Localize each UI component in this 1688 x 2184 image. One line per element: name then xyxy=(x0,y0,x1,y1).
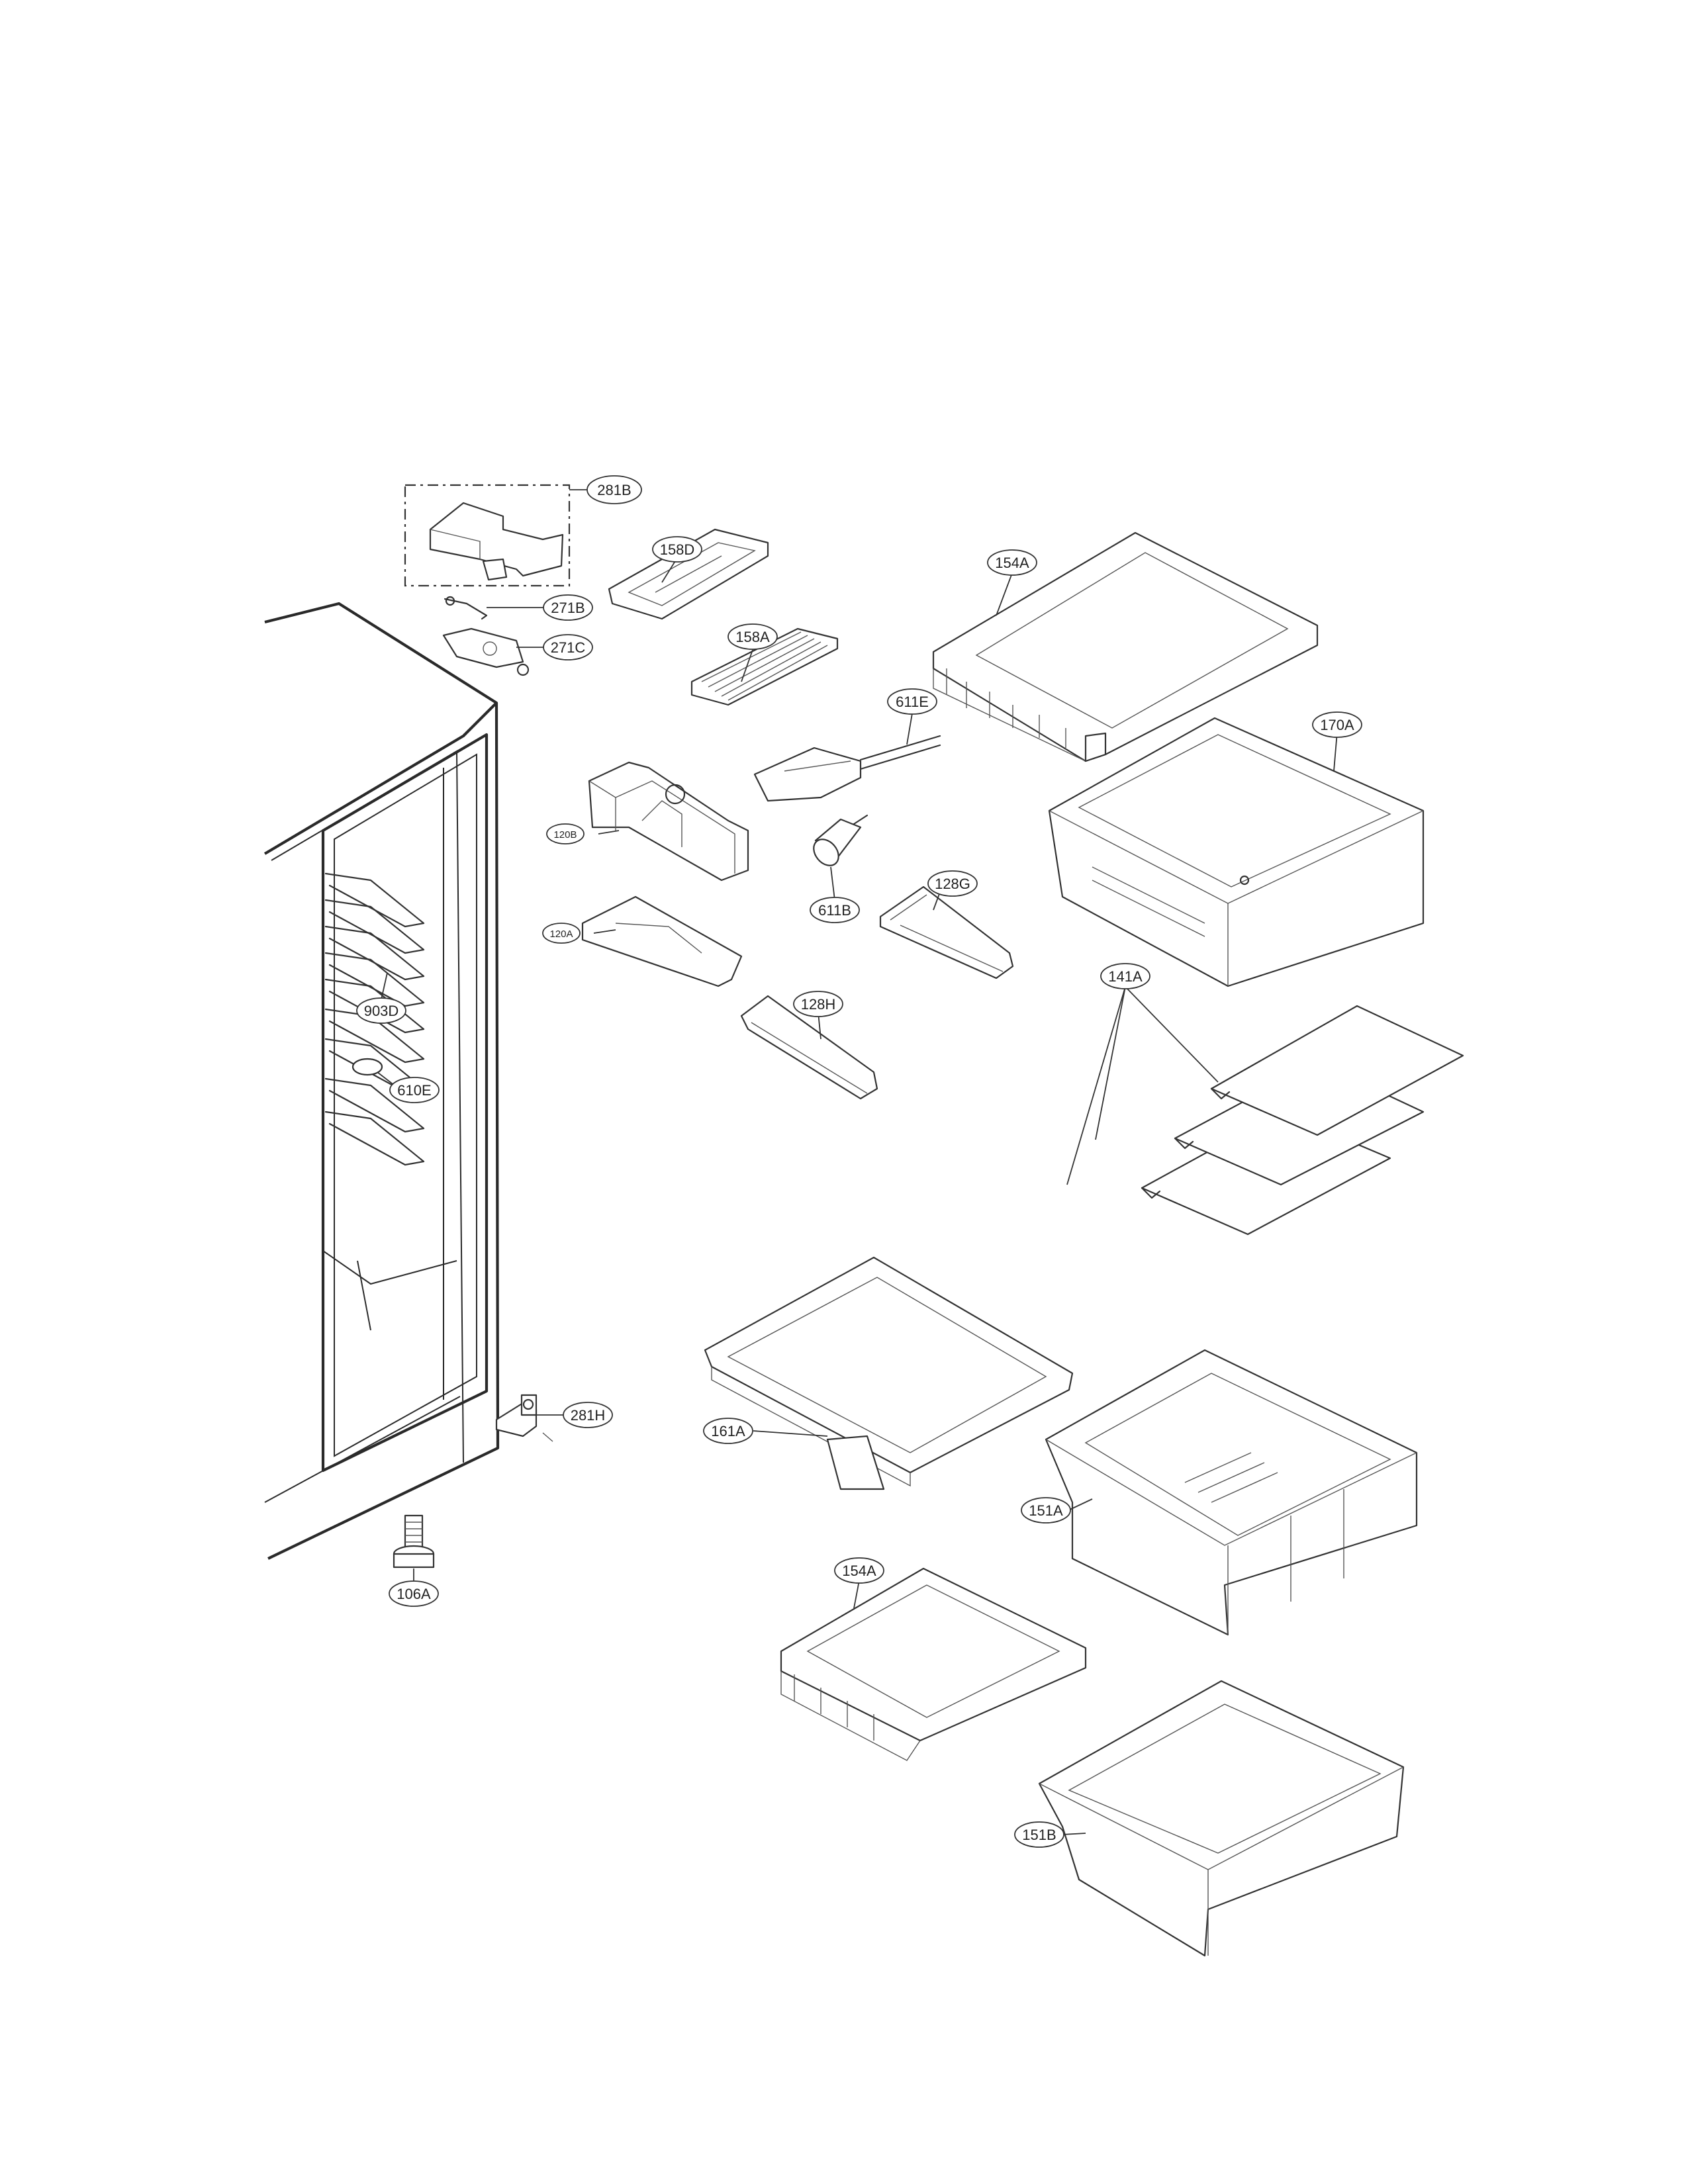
callout-label: 271B xyxy=(551,600,585,616)
161a-shelf xyxy=(704,1256,1074,1490)
callout-label: 281B xyxy=(597,482,631,498)
callout-161a: 161A xyxy=(703,1418,753,1444)
callout-903d: 903D xyxy=(356,997,406,1024)
281h-hinge xyxy=(495,1394,553,1442)
callout-label: 128H xyxy=(801,996,836,1013)
callout-label: 610E xyxy=(397,1082,431,1099)
611b-filter xyxy=(813,814,868,866)
callout-281b: 281B xyxy=(586,475,642,504)
callout-label: 120B xyxy=(553,829,577,841)
callout-label: 154A xyxy=(842,1563,876,1579)
callout-label: 158A xyxy=(735,629,770,645)
120a-panel xyxy=(581,895,743,987)
callout-label: 170A xyxy=(1320,717,1354,733)
callout-170a: 170A xyxy=(1312,711,1362,738)
callout-label: 154A xyxy=(995,555,1029,571)
154a-bottom-cover xyxy=(780,1567,1087,1761)
151a-drawer xyxy=(1045,1349,1418,1636)
151b-drawer xyxy=(1038,1680,1405,1957)
callout-154a-bottom: 154A xyxy=(834,1557,884,1584)
callout-label: 611E xyxy=(896,694,929,710)
141a-shelves xyxy=(1141,1005,1464,1236)
callout-158d: 158D xyxy=(652,536,702,563)
callout-281h: 281H xyxy=(563,1402,613,1428)
281b-assembly xyxy=(404,484,571,587)
callout-label: 611B xyxy=(818,902,851,919)
callout-120a: 120A xyxy=(542,923,581,944)
158a-grille xyxy=(690,627,839,706)
128g-rail xyxy=(879,886,1014,979)
callout-106a: 106A xyxy=(389,1580,439,1607)
callout-label: 281H xyxy=(571,1407,606,1424)
callout-128h: 128H xyxy=(793,991,843,1017)
callout-label: 151B xyxy=(1022,1827,1056,1843)
106a-leveling-leg xyxy=(393,1514,435,1569)
callout-label: 158D xyxy=(660,541,695,558)
callout-128g: 128G xyxy=(927,870,978,897)
callout-label: 151A xyxy=(1029,1502,1063,1519)
callout-151b: 151B xyxy=(1014,1821,1064,1848)
callout-label: 903D xyxy=(364,1003,399,1019)
callout-271b: 271B xyxy=(543,594,593,621)
callout-271c: 271C xyxy=(543,634,593,660)
120b-ice-maker xyxy=(588,761,749,882)
callout-141a: 141A xyxy=(1100,963,1150,989)
callout-154a-top: 154A xyxy=(987,549,1037,576)
callout-611e: 611E xyxy=(887,688,937,715)
callout-label: 161A xyxy=(711,1423,745,1439)
271b-part xyxy=(444,596,488,620)
callout-611b: 611B xyxy=(810,897,860,923)
callout-label: 120A xyxy=(549,929,573,940)
154a-top-cover xyxy=(932,531,1319,762)
170a-bin xyxy=(1048,717,1425,987)
611e-part xyxy=(753,735,941,802)
128h-rail xyxy=(740,995,878,1100)
callout-610e: 610E xyxy=(389,1077,440,1103)
callout-158a: 158A xyxy=(727,623,778,650)
callout-120b: 120B xyxy=(546,823,585,844)
callout-label: 271C xyxy=(551,639,586,656)
callout-label: 141A xyxy=(1108,968,1143,985)
cabinet-door-bins xyxy=(324,872,425,1166)
callout-151a: 151A xyxy=(1021,1497,1071,1524)
callout-label: 106A xyxy=(397,1586,431,1602)
callout-label: 128G xyxy=(935,876,970,892)
refrigerator-cabinet xyxy=(263,602,500,1560)
271c-bracket xyxy=(442,627,530,676)
